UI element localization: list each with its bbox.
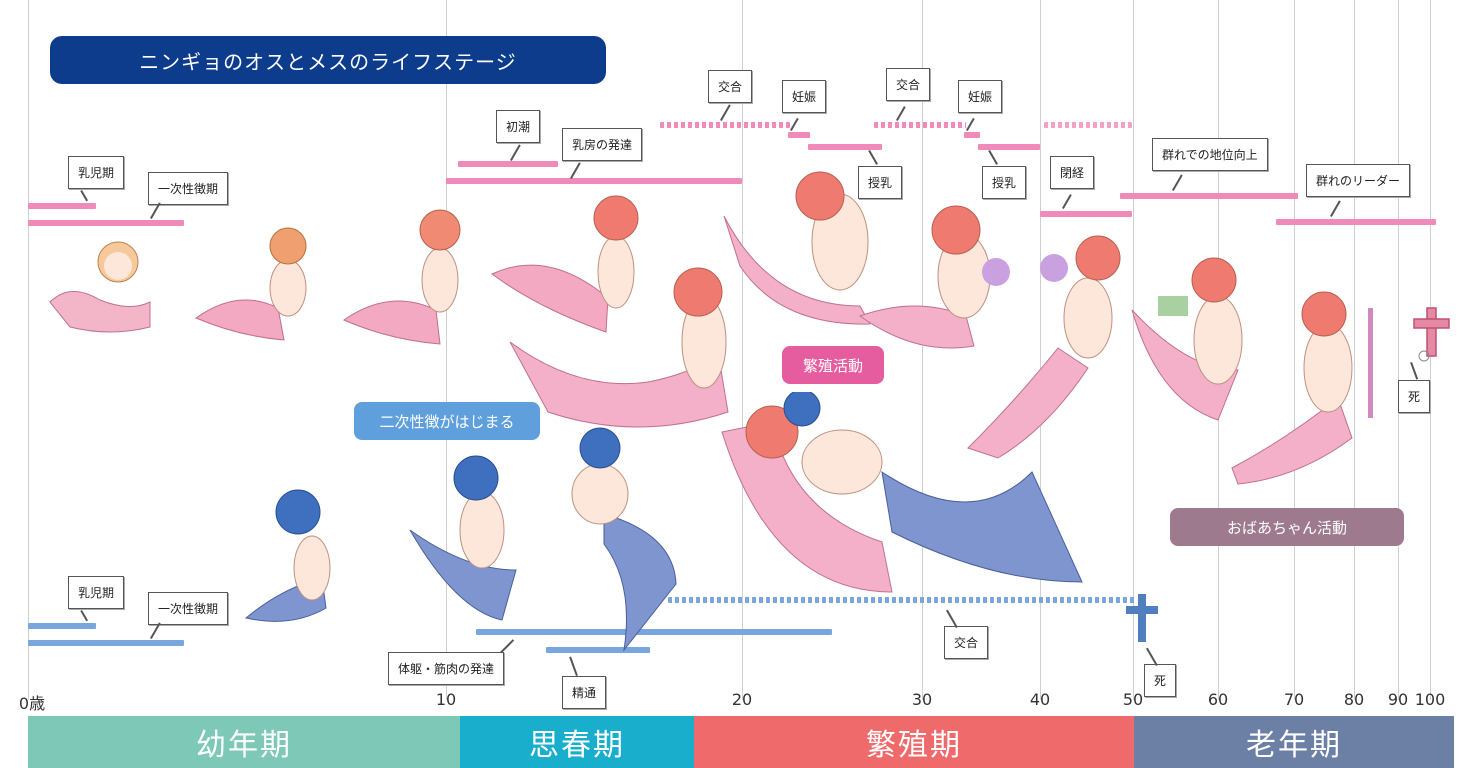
grid-line xyxy=(1398,0,1399,700)
tag-breeding: 繁殖活動 xyxy=(782,346,884,384)
female-elder-figure xyxy=(1131,257,1243,421)
tick-label-20: 20 xyxy=(731,690,753,709)
female-teen-figure xyxy=(491,195,639,333)
male-child-figure xyxy=(244,489,331,622)
grid-line xyxy=(446,0,447,700)
female-bar-leader xyxy=(1276,219,1436,225)
callout-male-semen: 精通 xyxy=(562,676,607,709)
callout-tail xyxy=(988,150,998,165)
male-bar-mating xyxy=(668,597,1136,603)
callout-tail xyxy=(510,144,521,161)
callout-male-primary-sex: 一次性徴期 xyxy=(148,592,229,625)
tick-label-70: 70 xyxy=(1283,690,1305,709)
grid-line xyxy=(922,0,923,700)
callout-female-mating-2: 交合 xyxy=(886,68,931,101)
grid-line xyxy=(1133,0,1134,700)
callout-tail xyxy=(720,104,731,121)
tick-label-60: 60 xyxy=(1207,690,1229,709)
female-bar-infancy xyxy=(28,203,96,209)
male-teen-figure xyxy=(571,427,677,652)
tick-label-40: 40 xyxy=(1029,690,1051,709)
callout-female-primary-sex: 一次性徴期 xyxy=(148,172,229,205)
grid-line xyxy=(742,0,743,700)
callout-female-menopause: 閉経 xyxy=(1050,156,1095,189)
female-bar-lactation-2 xyxy=(978,144,1040,150)
callout-male-death: 死 xyxy=(1144,664,1177,697)
female-adult-figure xyxy=(509,267,729,428)
tick-label-10: 10 xyxy=(435,690,457,709)
callout-female-menarche: 初潮 xyxy=(496,110,541,143)
female-bar-mating-1 xyxy=(660,122,790,128)
female-leader-figure xyxy=(1231,291,1373,485)
callout-male-infancy: 乳児期 xyxy=(68,576,125,609)
callout-tail xyxy=(1330,200,1341,217)
callout-tail xyxy=(1062,194,1072,209)
callout-female-pregnancy-1: 妊娠 xyxy=(782,80,827,113)
female-bar-menarche xyxy=(458,161,558,167)
female-bar-lactation-1 xyxy=(808,144,882,150)
callout-tail xyxy=(966,117,975,131)
female-mature-figure xyxy=(967,235,1121,459)
tick-label-50: 50 xyxy=(1122,690,1144,709)
female-bar-pregnancy-1 xyxy=(788,132,810,138)
female-child-figure xyxy=(194,227,307,341)
callout-female-leader: 群れのリーダー xyxy=(1306,164,1411,197)
female-youth-figure xyxy=(342,209,461,345)
callout-male-mating: 交合 xyxy=(944,626,989,659)
female-bar-primary-sex xyxy=(28,220,184,226)
male-youth-figure xyxy=(409,455,517,621)
phase-old-age: 老年期 xyxy=(1134,716,1454,768)
grid-line xyxy=(1294,0,1295,700)
callout-female-lactation-1: 授乳 xyxy=(858,166,903,199)
callout-female-status: 群れでの地位向上 xyxy=(1152,138,1268,171)
tick-label-0: 0歳 xyxy=(18,694,46,713)
diagram-title: ニンギョのオスとメスのライフステージ xyxy=(50,36,606,84)
callout-tail xyxy=(790,117,799,131)
callout-tail xyxy=(570,162,581,179)
grid-line xyxy=(1354,0,1355,700)
tick-label-100: 100 xyxy=(1414,690,1446,709)
phase-breeding: 繁殖期 xyxy=(694,716,1134,768)
female-bar-pregnancy-2 xyxy=(964,132,980,138)
phase-youth: 幼年期 xyxy=(28,716,460,768)
phase-puberty: 思春期 xyxy=(460,716,694,768)
tag-grandma: おばあちゃん活動 xyxy=(1170,508,1404,546)
male-bar-body xyxy=(476,629,832,635)
female-pregnant-figure xyxy=(723,171,871,325)
female-bar-status xyxy=(1120,193,1298,199)
tick-label-90: 90 xyxy=(1387,690,1409,709)
callout-female-infancy: 乳児期 xyxy=(68,156,125,189)
callout-tail xyxy=(500,639,514,654)
callout-female-pregnancy-2: 妊娠 xyxy=(958,80,1003,113)
callout-female-lactation-2: 授乳 xyxy=(982,166,1027,199)
grid-line xyxy=(28,0,29,700)
tag-secondary-sex: 二次性徴がはじまる xyxy=(354,402,540,440)
callout-male-body: 体躯・筋肉の発達 xyxy=(388,652,505,685)
callout-female-breast: 乳房の発達 xyxy=(562,128,643,161)
female-mother-figure xyxy=(858,205,1010,349)
female-bar-breast xyxy=(446,178,742,184)
callout-tail xyxy=(569,656,578,676)
callout-tail xyxy=(80,610,88,622)
tick-label-30: 30 xyxy=(911,690,933,709)
grid-line xyxy=(1040,0,1041,700)
callout-tail xyxy=(80,190,88,202)
female-death-cross-icon xyxy=(1413,307,1450,362)
female-bar-menopause xyxy=(1040,211,1132,217)
male-bar-infancy xyxy=(28,623,96,629)
tick-label-80: 80 xyxy=(1343,690,1365,709)
female-bar-mating-2 xyxy=(874,122,966,128)
couple-figure xyxy=(721,392,1083,593)
male-bar-semen xyxy=(546,647,650,653)
female-infant-figure xyxy=(49,241,151,333)
female-bar-mating-3 xyxy=(1044,122,1132,128)
male-death-cross-icon xyxy=(1126,594,1158,642)
callout-tail xyxy=(896,106,906,121)
male-bar-primary-sex xyxy=(28,640,184,646)
callout-female-death: 死 xyxy=(1398,380,1431,413)
callout-female-mating-1: 交合 xyxy=(708,70,753,103)
callout-tail xyxy=(1172,174,1183,191)
